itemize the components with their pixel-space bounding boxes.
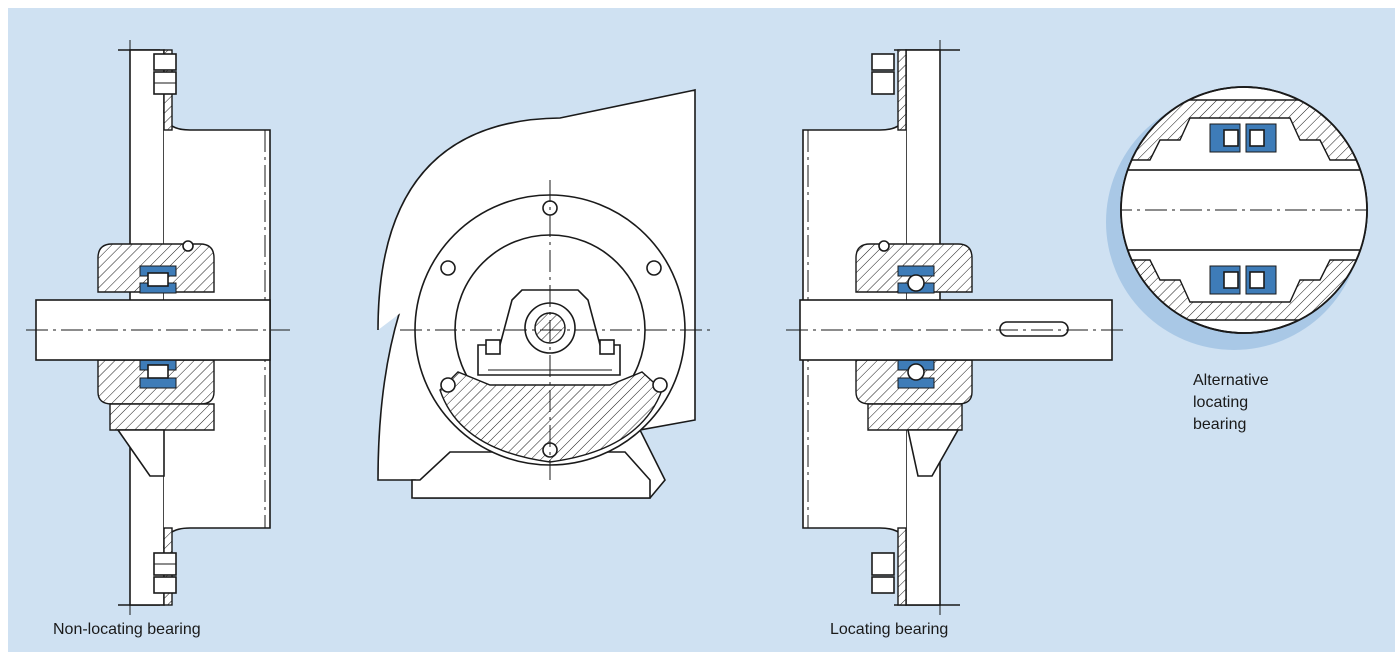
fan-bearing-arrangement-drawing <box>26 40 1368 615</box>
label-alternative-line2: locating <box>1193 394 1249 411</box>
alternative-bearing-detail <box>1106 86 1368 350</box>
label-alternative-locating-bearing: Alternative locating bearing <box>1193 370 1269 436</box>
non-locating-view <box>26 40 290 615</box>
label-alternative-line3: bearing <box>1193 416 1247 433</box>
fan-front-view <box>377 88 710 499</box>
diagram-canvas: Non-locating bearing Locating bearing Al… <box>8 8 1395 652</box>
locating-view <box>786 40 1125 615</box>
label-locating-bearing: Locating bearing <box>830 621 949 638</box>
label-alternative-line1: Alternative <box>1193 372 1269 389</box>
label-non-locating-bearing: Non-locating bearing <box>53 621 201 638</box>
